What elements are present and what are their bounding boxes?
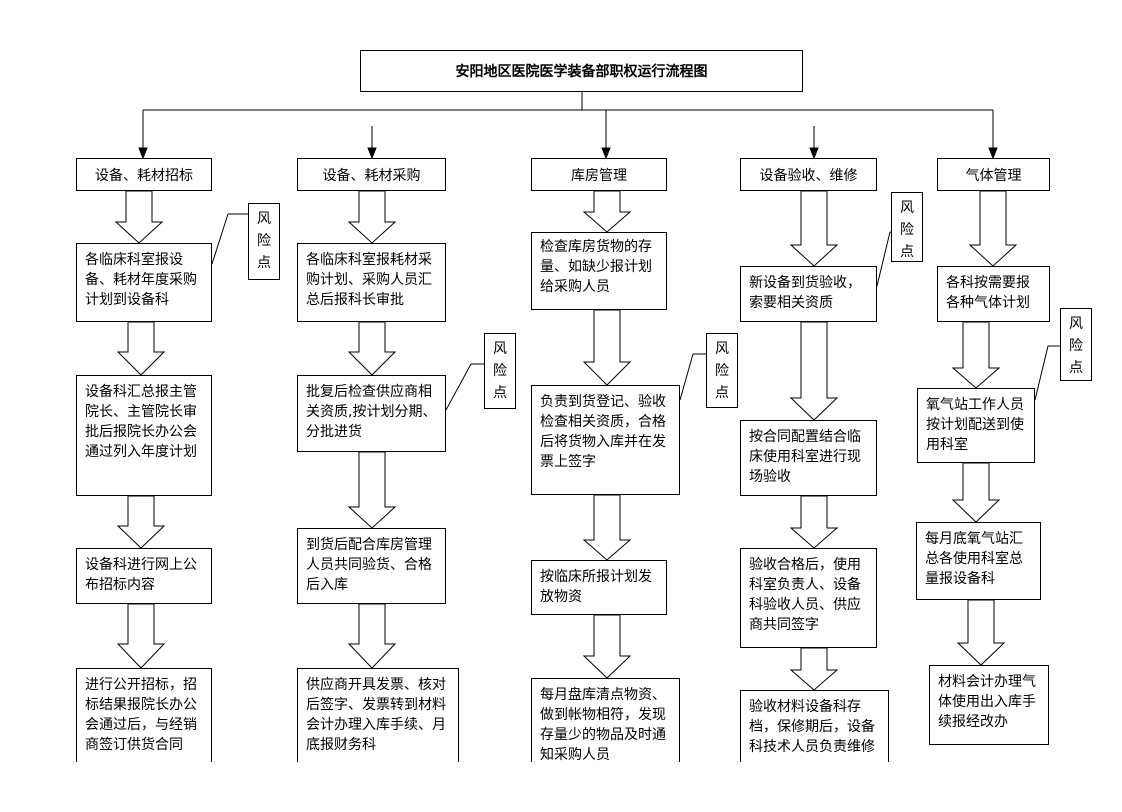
step-box: 检查库房货物的存量、如缺少报计划给采购人员	[531, 232, 667, 310]
column-header-acceptance-repair: 设备验收、维修	[740, 158, 877, 191]
risk-callout-line	[1034, 345, 1049, 401]
step-box: 设备科汇总报主管院长、主管院长审批后报院长办公会通过列入年度计划	[76, 375, 212, 496]
block-arrow	[116, 603, 166, 669]
column-header-warehouse: 库房管理	[531, 158, 667, 191]
block-arrow	[968, 190, 1018, 267]
step-box: 各科按需要报各种气体计划	[937, 266, 1050, 322]
column-header-bidding: 设备、耗材招标	[76, 158, 212, 191]
header-arrow	[601, 110, 611, 160]
block-arrow	[347, 190, 397, 244]
step-box: 按合同配置结合临床使用科室进行现场验收	[740, 420, 877, 496]
risk-point-label: 风 险 点	[1060, 308, 1092, 381]
block-arrow	[582, 309, 632, 386]
step-box: 氧气站工作人员按计划配送到使用科室	[917, 388, 1035, 463]
block-arrow	[347, 451, 397, 529]
block-arrow	[789, 647, 839, 691]
block-arrow	[347, 603, 397, 669]
header-arrow	[367, 126, 377, 160]
step-box: 新设备到货验收，索要相关资质	[740, 266, 877, 322]
risk-point-label: 风 险 点	[484, 333, 516, 409]
step-box: 验收合格后，使用科室负责人、设备科验收人员、供应商共同签字	[740, 548, 877, 648]
step-box: 设备科进行网上公布招标内容	[76, 548, 212, 604]
step-box: 按临床所报计划发放物资	[531, 560, 667, 615]
block-arrow	[951, 321, 1001, 389]
page-bottom-edge	[0, 762, 1122, 812]
step-box: 材料会计办理气体使用出入库手续报经改办	[929, 665, 1049, 745]
step-box: 供应商开具发票、核对后签字、发票转到材料会计办理入库手续、月底报财务科	[297, 668, 459, 778]
block-arrow	[582, 190, 632, 233]
step-box: 进行公开招标，招标结果报院长办公会通过后，与经销商签订供货合同	[76, 668, 212, 778]
block-arrow	[789, 190, 839, 267]
step-box: 各临床科室报设备、耗材年度采购计划到设备科	[76, 243, 212, 322]
risk-callout-line	[679, 353, 694, 401]
block-arrow	[951, 462, 1001, 523]
step-box: 每月盘库清点物资、做到帐物相符，发现存量少的物品及时通知采购人员	[531, 678, 680, 778]
block-arrow	[789, 321, 839, 421]
risk-point-label: 风 险 点	[248, 203, 280, 280]
page-title: 安阳地区医院医学装备部职权运行流程图	[360, 50, 803, 92]
block-arrow	[116, 495, 166, 549]
column-header-gas: 气体管理	[937, 158, 1050, 191]
column-header-purchasing: 设备、耗材采购	[297, 158, 446, 191]
step-box: 负责到货登记、验收检查相关资质，合格后将货物入库并在发票上签字	[531, 385, 680, 495]
risk-callout-line	[211, 213, 229, 265]
risk-callout-line	[445, 363, 472, 411]
block-arrow	[347, 321, 397, 376]
step-box: 到货后配合库房管理人员共同验货、合格后入库	[297, 528, 446, 604]
risk-callout-line	[876, 231, 891, 287]
header-arrow	[809, 126, 819, 160]
block-arrow	[582, 614, 632, 679]
header-arrow	[988, 110, 998, 160]
block-arrow	[789, 495, 839, 549]
step-box: 每月底氧气站汇总各使用科室总量报设备科	[916, 522, 1041, 600]
block-arrow	[582, 494, 632, 561]
header-arrow	[138, 110, 148, 160]
step-box: 各临床科室报耗材采购计划、采购人员汇总后报科长审批	[297, 243, 446, 322]
block-arrow	[956, 599, 1006, 666]
risk-point-label: 风 险 点	[706, 333, 738, 408]
risk-point-label: 风 险 点	[891, 192, 923, 262]
block-arrow	[114, 190, 164, 244]
block-arrow	[116, 321, 166, 376]
step-box: 批复后检查供应商相关资质,按计划分期、分批进货	[297, 375, 446, 452]
